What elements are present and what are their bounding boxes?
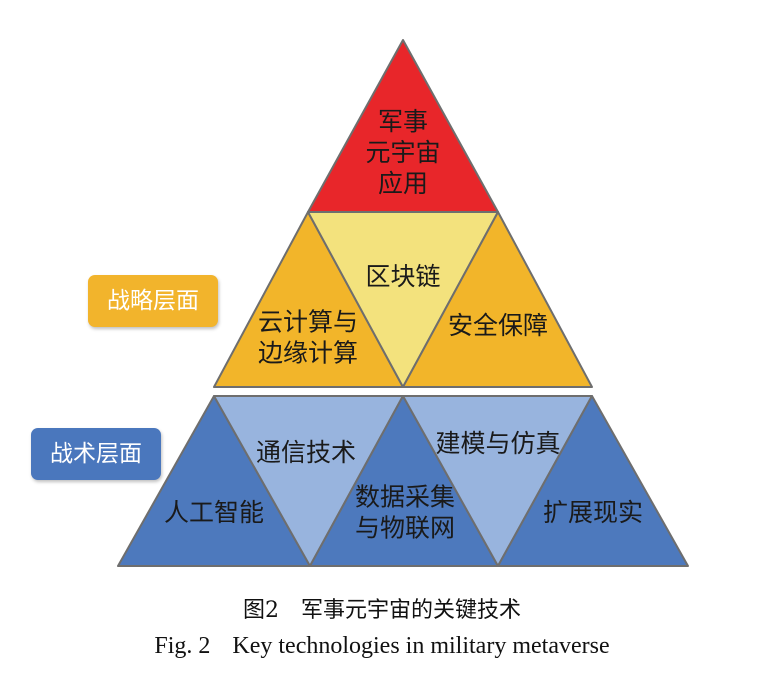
figure-number-en: Fig. 2 [154,633,211,659]
strategic-level-tag: 战略层面 [88,275,218,327]
tactical-label-1: 人工智能 [164,498,264,527]
tactical-label-3-line-1: 数据采集 [355,483,455,512]
top-label-line-2: 元宇宙 [365,138,440,167]
pyramid-diagram: 军事元宇宙应用云计算与边缘计算区块链安全保障人工智能通信技术数据采集与物联网建模… [117,39,689,567]
tactical-label-4: 建模与仿真 [435,429,560,458]
strategic-label-1-line-1: 云计算与 [258,308,358,337]
top-label: 军事元宇宙应用 [365,107,440,198]
figure-caption-chinese: 图2 军事元宇宙的关键技术 [0,592,764,624]
figure-title-cn: 军事元宇宙的关键技术 [300,598,521,623]
tactical-label-2: 通信技术 [256,438,356,467]
tactical-label-5: 扩展现实 [543,498,643,527]
strategic-label-3: 安全保障 [448,311,548,340]
tactical-tri-5 [497,395,689,567]
tactical-label-2-line-1: 通信技术 [256,438,356,467]
tactical-label-1-line-1: 人工智能 [164,498,264,527]
strategic-label-1: 云计算与边缘计算 [258,308,358,368]
tactical-label-5-line-1: 扩展现实 [543,498,643,527]
top-label-line-1: 军事 [378,107,428,136]
figure-caption-english: Fig. 2 Key technologies in military metav… [0,633,764,660]
tactical-label-4-line-1: 建模与仿真 [435,429,560,458]
strategic-label-1-line-2: 边缘计算 [258,339,358,368]
top-label-line-3: 应用 [378,169,428,198]
tactical-label-3-line-2: 与物联网 [355,514,455,543]
tactical-label-3: 数据采集与物联网 [355,483,455,543]
tactical-level-tag: 战术层面 [31,428,161,480]
strategic-label-2-line-1: 区块链 [365,262,440,291]
figure-title-en: Key technologies in military metaverse [232,633,610,659]
strategic-label-2: 区块链 [365,262,440,291]
figure-number-cn: 图2 [242,598,279,623]
strategic-label-3-line-1: 安全保障 [448,311,548,340]
strategic-right-triangle [402,211,593,388]
